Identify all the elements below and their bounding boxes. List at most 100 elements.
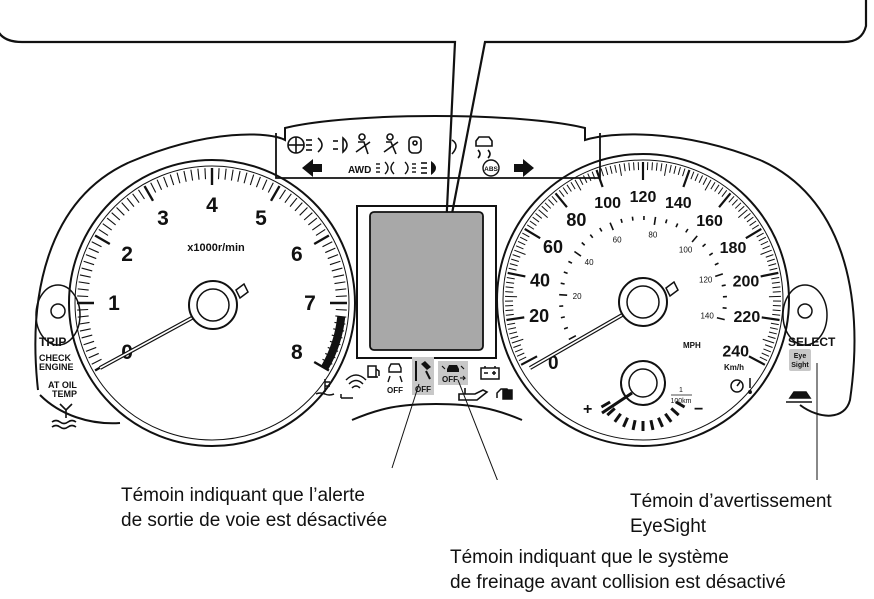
speedometer-tick	[721, 190, 728, 197]
speedometer-ticks	[505, 162, 781, 366]
svg-text:OFF: OFF	[442, 375, 458, 384]
center-display-bezel	[356, 205, 497, 359]
speedometer-tick	[614, 164, 617, 173]
tachometer-tick	[85, 346, 97, 352]
tachometer-tick	[116, 207, 125, 216]
speedometer-tick	[505, 286, 514, 289]
tachometer-tick	[255, 176, 261, 188]
speedometer-tick	[761, 352, 770, 357]
right-oval-bezel	[782, 284, 828, 346]
speedometer-tick	[558, 190, 565, 197]
mph-tick	[560, 316, 565, 319]
speedometer-tick	[535, 213, 543, 219]
mph-tick	[573, 250, 582, 257]
speedometer-tick	[771, 281, 780, 284]
mph-tick	[691, 235, 698, 243]
tachometer-tick	[224, 168, 227, 180]
speedometer-tick	[544, 202, 552, 209]
tachometer-tick	[79, 274, 91, 278]
mph-tick	[599, 227, 603, 232]
tachometer-tick	[331, 267, 343, 272]
speedometer-tick	[772, 309, 781, 312]
speedometer-tick	[522, 232, 530, 238]
tachometer-labels: 012345678	[108, 194, 316, 364]
speedometer-tick	[511, 338, 524, 344]
lane-departure-callout-line2: de sortie de voie est désactivée	[121, 510, 388, 531]
check-engine-label-line1: CHECK	[39, 353, 72, 363]
speedometer-numeral: 120	[630, 189, 657, 206]
tachometer-tick	[313, 234, 330, 246]
headlight-icon	[376, 161, 416, 175]
speedometer-tick	[673, 165, 677, 174]
center-display	[369, 211, 484, 351]
speedometer-tick	[514, 249, 526, 255]
speedometer-tick	[519, 236, 528, 242]
tachometer-tick	[150, 182, 157, 193]
speedometer-tick	[506, 281, 515, 284]
speedometer-tick	[748, 355, 766, 366]
speedometer-tick	[714, 184, 720, 192]
speedometer-numeral: 20	[529, 306, 549, 326]
mph-tick	[685, 228, 689, 233]
mph-tick	[721, 284, 726, 287]
speedometer-tick	[743, 213, 751, 219]
tachometer-tick	[284, 193, 292, 204]
economy-plus: +	[583, 401, 592, 418]
mph-tick	[716, 316, 725, 321]
speedometer-tick	[551, 195, 558, 203]
speedometer-tick	[762, 338, 775, 344]
tachometer-tick	[190, 169, 194, 181]
eyesight-callout-line2: EyeSight	[630, 516, 707, 537]
speedometer-tick	[761, 316, 780, 322]
kmh-label: Km/h	[724, 363, 744, 372]
speedometer-tick	[529, 220, 537, 226]
tachometer-tick	[163, 176, 169, 188]
mph-tick	[702, 243, 707, 248]
speedometer-numeral: 40	[530, 270, 550, 290]
pre-collision-callout: Témoin indiquant que le système de frein…	[450, 545, 786, 595]
speedometer-tick	[728, 195, 735, 203]
tachometer-tick	[334, 281, 346, 285]
tachometer-tick	[325, 247, 336, 254]
speedometer-tick	[749, 220, 757, 226]
tachometer-tick	[156, 179, 163, 190]
mph-numeral: 60	[613, 235, 622, 244]
speedometer-tick	[762, 245, 771, 250]
lane-keep-off-icon: OFF	[387, 363, 403, 395]
speedometer-tick	[772, 286, 781, 289]
mph-tick	[675, 223, 679, 228]
tachometer-tick	[85, 254, 97, 260]
speedometer-tick	[760, 249, 772, 255]
tachometer-tick	[335, 295, 347, 298]
turn-right-arrow-icon	[514, 159, 534, 177]
mph-tick	[708, 252, 714, 256]
tachometer-tick	[335, 288, 347, 291]
tachometer-outer-ring	[68, 159, 356, 447]
tachometer-tick	[143, 185, 155, 202]
airbag-icon	[408, 136, 422, 154]
tachometer-tick	[335, 315, 347, 318]
tachometer: 012345678 x1000r/min	[68, 159, 356, 447]
speedometer-tick	[745, 227, 762, 240]
tachometer-tick	[230, 169, 234, 181]
speedometer-tick	[587, 173, 592, 182]
speedometer-tick	[772, 313, 781, 316]
speedometer-tick	[694, 173, 699, 182]
select-button[interactable]: SELECT	[788, 335, 836, 349]
mph-tick	[563, 271, 568, 275]
tachometer-tick	[88, 352, 99, 359]
speedometer-tick	[591, 171, 596, 180]
speedometer-tick	[628, 162, 631, 171]
tachometer-tick	[217, 168, 220, 180]
speedometer-tick	[517, 241, 526, 246]
tachometer-tick	[176, 172, 181, 184]
turn-left-arrow-icon	[302, 159, 322, 177]
speedometer-numeral: 200	[733, 273, 760, 290]
speedometer-tick	[660, 163, 663, 172]
tachometer-inner-ring	[74, 165, 350, 441]
pre-collision-callout-line1: Témoin indiquant que le système	[450, 547, 729, 568]
speedometer-tick	[738, 209, 748, 218]
trip-button[interactable]: TRIP	[39, 335, 66, 349]
